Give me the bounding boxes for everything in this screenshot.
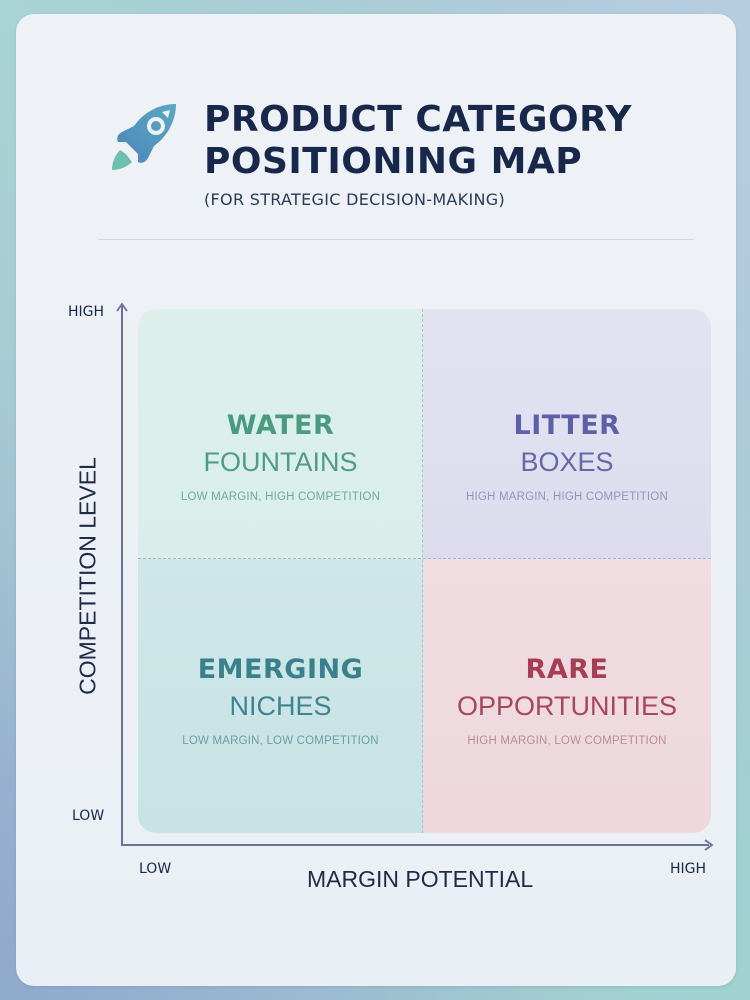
y-axis-low-label: LOW (72, 808, 105, 824)
quadrant-heading: EMERGING (197, 654, 364, 685)
arrow-right-icon (704, 839, 714, 851)
quadrant-subheading: FOUNTAINS (203, 447, 358, 477)
header: PRODUCT CATEGORY POSITIONING MAP (FOR ST… (16, 14, 736, 244)
x-axis-high-label: HIGH (670, 861, 707, 877)
rocket-icon (112, 104, 176, 170)
arrow-up-icon (116, 302, 128, 312)
infographic-card: PRODUCT CATEGORY POSITIONING MAP (FOR ST… (16, 14, 736, 986)
quadrant-description: HIGH MARGIN, HIGH COMPETITION (466, 491, 668, 503)
title-line-1: PRODUCT CATEGORY (204, 99, 632, 140)
quadrant-emerging-niches: EMERGING NICHES LOW MARGIN, LOW COMPETIT… (138, 559, 423, 833)
horizontal-divider (138, 558, 711, 559)
header-divider (98, 239, 694, 240)
x-axis-title: MARGIN POTENTIAL (307, 866, 534, 892)
x-axis-low-label: LOW (139, 861, 172, 877)
y-axis-line (121, 306, 123, 846)
y-axis-title: COMPETITION LEVEL (74, 457, 101, 695)
x-axis-line (121, 844, 709, 846)
quadrant-subheading: OPPORTUNITIES (456, 691, 678, 721)
quadrant-grid: WATER FOUNTAINS LOW MARGIN, HIGH COMPETI… (138, 309, 711, 833)
quadrant-litter-boxes: LITTER BOXES HIGH MARGIN, HIGH COMPETITI… (423, 309, 711, 559)
quadrant-subheading: BOXES (520, 447, 614, 477)
quadrant-water-fountains: WATER FOUNTAINS LOW MARGIN, HIGH COMPETI… (138, 309, 423, 559)
page-title: PRODUCT CATEGORY POSITIONING MAP (204, 99, 632, 183)
quadrant-heading: LITTER (513, 410, 621, 441)
subtitle: (FOR STRATEGIC DECISION-MAKING) (204, 190, 506, 209)
quadrant-heading: WATER (226, 410, 335, 441)
vertical-divider (422, 309, 423, 833)
quadrant-subheading: NICHES (229, 691, 332, 721)
quadrant-description: HIGH MARGIN, LOW COMPETITION (467, 735, 667, 747)
quadrant-heading: RARE (525, 654, 609, 685)
title-line-2: POSITIONING MAP (204, 141, 583, 182)
quadrant-rare-opportunities: RARE OPPORTUNITIES HIGH MARGIN, LOW COMP… (423, 559, 711, 833)
quadrant-description: LOW MARGIN, HIGH COMPETITION (180, 491, 381, 503)
quadrant-description: LOW MARGIN, LOW COMPETITION (182, 735, 379, 747)
y-axis-high-label: HIGH (68, 304, 105, 320)
